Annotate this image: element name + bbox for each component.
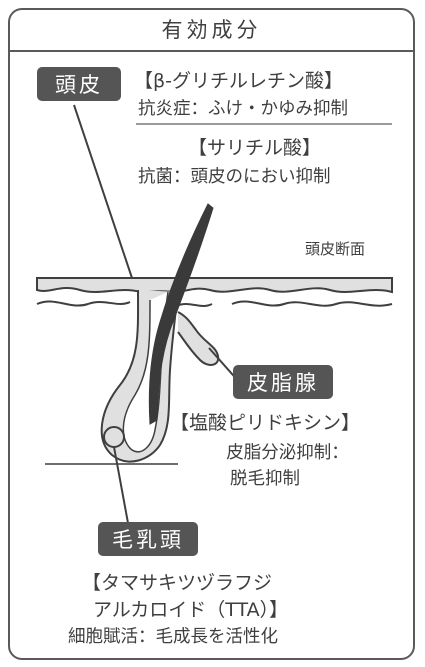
label-sebaceous-gland: 皮脂腺 bbox=[233, 365, 333, 399]
label-scalp: 頭皮 bbox=[37, 67, 121, 101]
hair-shaft bbox=[148, 203, 214, 425]
sebaceous-gland-shape bbox=[177, 311, 220, 366]
ingredient-salicylic-effect: 抗菌：頭皮のにおい抑制 bbox=[138, 167, 331, 187]
ingredient-glycyrrhetinic-name: 【β-グリチルレチン酸】 bbox=[134, 70, 343, 92]
scalp-leader-line bbox=[73, 104, 133, 279]
label-dermal-papilla: 毛乳頭 bbox=[98, 522, 198, 556]
papilla-leader-line bbox=[113, 446, 129, 524]
scalp-surface-layer bbox=[36, 277, 393, 294]
label-scalp-section: 頭皮断面 bbox=[305, 240, 366, 258]
ingredient-glycyrrhetinic-effect: 抗炎症：ふけ・かゆみ抑制 bbox=[138, 99, 348, 119]
ingredient-tta-name-line1: 【タマサキツヅラフジ bbox=[82, 572, 273, 594]
ingredient-pyridoxine-effect-line1: 皮脂分泌抑制： bbox=[226, 443, 349, 463]
dermal-papilla-shape bbox=[103, 426, 125, 448]
section-title: 有効成分 bbox=[8, 8, 415, 52]
ingredient-pyridoxine-name: 【塩酸ピリドキシン】 bbox=[170, 412, 361, 434]
outer-frame bbox=[8, 8, 415, 660]
ingredient-tta-name-line2: アルカロイド（TTA）】 bbox=[93, 599, 289, 621]
ingredient-tta-effect: 細胞賦活：毛成長を活性化 bbox=[68, 627, 278, 647]
ingredient-salicylic-name: 【サリチル酸】 bbox=[188, 137, 322, 159]
dermis-wave-line bbox=[36, 300, 393, 307]
ingredient-pyridoxine-effect-line2: 脱毛抑制 bbox=[230, 469, 300, 489]
